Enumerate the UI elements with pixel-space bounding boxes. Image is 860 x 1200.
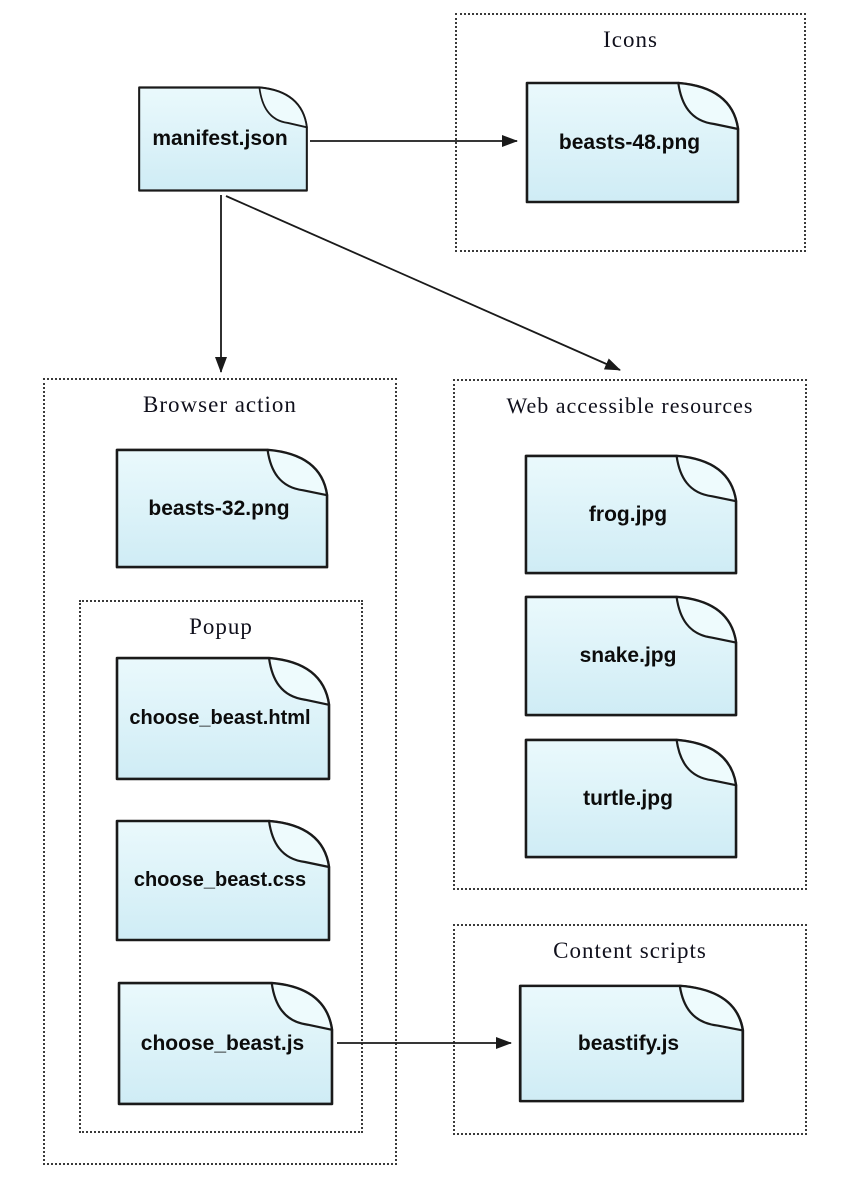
file-icon <box>115 448 329 569</box>
file-label: choose_beast.html <box>129 707 311 729</box>
file-label: choose_beast.js <box>140 1031 305 1055</box>
file-choose-beast-css: choose_beast.css <box>113 817 333 944</box>
group-popup: Popup <box>79 600 363 1133</box>
file-beastify-js: beastify.js <box>516 982 747 1105</box>
group-icons: Icons <box>455 13 806 252</box>
group-browser-action-title: Browser action <box>143 392 297 417</box>
file-choose-beast-html: choose_beast.html <box>113 654 333 783</box>
file-snake-jpg: snake.jpg <box>522 593 740 719</box>
group-content-scripts-title: Content scripts <box>553 938 707 963</box>
file-label: beasts-32.png <box>148 496 290 520</box>
file-label: snake.jpg <box>579 644 677 667</box>
file-label: beastify.js <box>577 1031 680 1055</box>
file-icon <box>115 656 331 781</box>
file-icon <box>138 86 308 192</box>
file-icon <box>518 984 745 1103</box>
file-icon <box>524 738 738 859</box>
file-beasts-48-png: beasts-48.png <box>523 79 742 206</box>
file-icon <box>524 454 738 575</box>
file-frog-jpg: frog.jpg <box>522 452 740 577</box>
group-browser-action: Browser action <box>43 378 397 1165</box>
file-beasts-32-png: beasts-32.png <box>113 446 331 571</box>
file-icon <box>524 595 738 717</box>
file-label: choose_beast.css <box>133 869 307 891</box>
file-label: frog.jpg <box>588 502 668 526</box>
file-label: turtle.jpg <box>583 786 673 810</box>
group-content-scripts: Content scripts <box>453 924 807 1135</box>
group-icons-title: Icons <box>603 27 658 52</box>
group-web-accessible-resources-title: Web accessible resources <box>506 393 754 418</box>
group-popup-title: Popup <box>189 614 253 639</box>
file-choose-beast-js: choose_beast.js <box>115 979 336 1108</box>
file-icon <box>115 819 331 942</box>
file-turtle-jpg: turtle.jpg <box>522 736 740 861</box>
file-label: manifest.json <box>152 127 288 150</box>
file-icon <box>525 81 740 204</box>
file-manifest-json: manifest.json <box>136 84 310 194</box>
file-icon <box>117 981 334 1106</box>
group-web-accessible-resources: Web accessible resources <box>453 379 807 890</box>
file-label: beasts-48.png <box>558 130 701 154</box>
